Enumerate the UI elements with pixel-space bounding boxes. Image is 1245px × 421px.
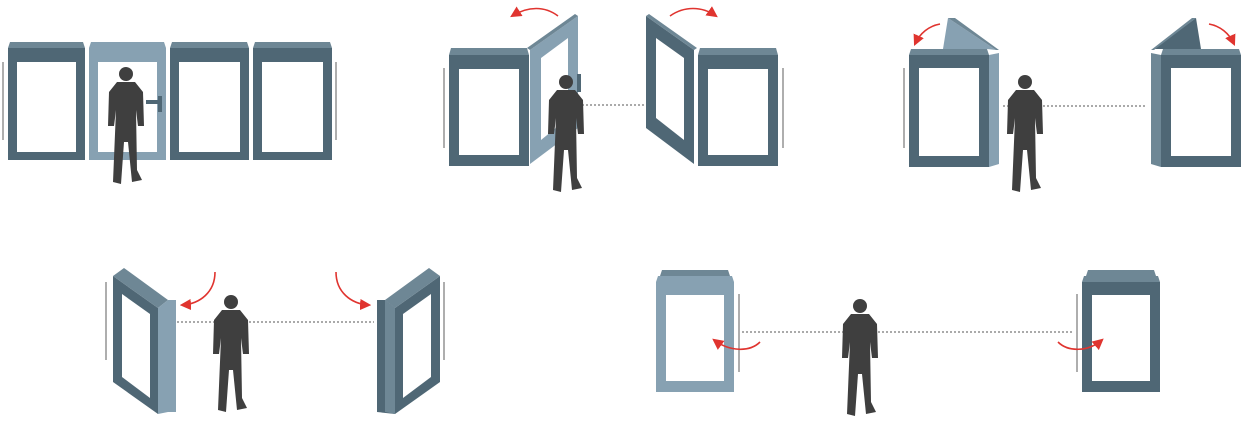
- swing-arrow-icon: [335, 271, 372, 311]
- person-icon: [213, 295, 249, 412]
- door-panel: [253, 42, 332, 160]
- swing-arrow-icon: [179, 271, 216, 311]
- door-panel: [698, 48, 778, 166]
- person-icon: [842, 299, 878, 416]
- door-panel: [8, 42, 85, 160]
- swing-arrow-icon: [1057, 338, 1104, 351]
- stacked-panels: [656, 270, 734, 392]
- person-icon: [1007, 75, 1043, 192]
- step-5-fully-open: [656, 270, 1160, 416]
- door-panel-swinging: [646, 14, 697, 164]
- door-panel: [170, 42, 249, 160]
- folded-panel-pair: [1151, 18, 1241, 167]
- stacked-panels: [377, 268, 440, 414]
- step-4-stacked-swing: [105, 268, 445, 414]
- step-2-opening: [443, 6, 784, 192]
- stacked-panels: [113, 268, 176, 414]
- swing-arrow-icon: [669, 6, 718, 18]
- door-panel-swinging: [527, 14, 581, 164]
- door-handle-icon: [146, 100, 160, 104]
- swing-arrow-icon: [510, 6, 559, 18]
- folded-panel-pair: [909, 18, 999, 167]
- door-panel: [449, 48, 529, 166]
- step-1-closed: [2, 42, 337, 184]
- swing-arrow-icon: [712, 338, 761, 351]
- step-3-folding: [903, 18, 1241, 192]
- stacked-panels: [1082, 270, 1160, 392]
- swing-arrow-icon: [913, 23, 941, 47]
- swing-arrow-icon: [1208, 23, 1236, 47]
